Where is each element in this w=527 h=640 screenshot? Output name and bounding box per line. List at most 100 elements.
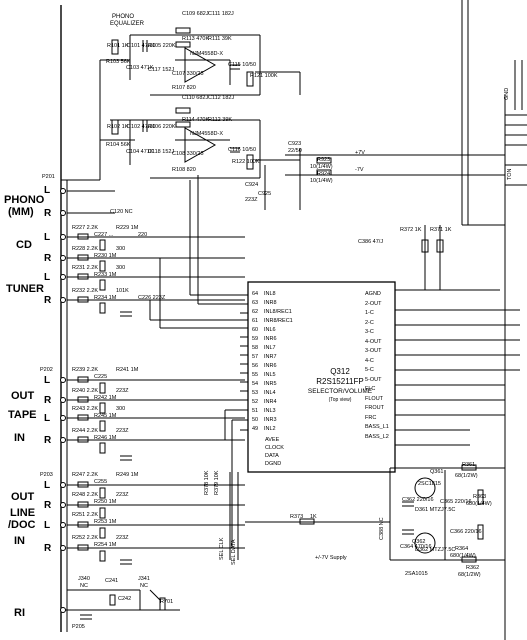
- r364-value: 680(1/4W): [450, 553, 476, 559]
- c924-label: C924: [245, 182, 259, 188]
- channel-part-label: R231 2.2K: [72, 265, 98, 271]
- r701-label: R701: [160, 599, 174, 605]
- eq-part: C104 471K: [126, 149, 154, 155]
- c120-label: C120 NC: [110, 209, 133, 215]
- ic-right-pin-name: FLOUT: [365, 395, 384, 402]
- q362-part: 2SA1015: [405, 571, 428, 577]
- r362-value: 68(1/2W): [458, 572, 481, 578]
- minus-7v-label: -7V: [355, 167, 364, 173]
- channel-part-label: R253 1M: [94, 519, 117, 525]
- c364-label: C364 470/16: [400, 544, 432, 550]
- equalizer-title-2: EQUALIZER: [110, 21, 145, 27]
- ic-left-pin-number: 51: [252, 408, 259, 414]
- eq-part: C116 10/50: [228, 147, 257, 153]
- plus-7v-label: +7V: [355, 150, 365, 156]
- eq-part: R103 56K: [106, 59, 131, 65]
- ic-left-pin-number: 61: [252, 318, 259, 324]
- r924-value: 10(1/4W): [310, 178, 333, 184]
- eq-part: R121 100K: [250, 73, 278, 79]
- c923-label: C923: [288, 141, 302, 147]
- ic-left-pin-name: INL5: [264, 372, 276, 378]
- channel-part-label: R252 2.2K: [72, 535, 98, 541]
- q361-part: 2SC1815: [418, 481, 441, 487]
- ic-left-pin-number: 50: [252, 417, 259, 423]
- channel-part-label: R241 1M: [116, 367, 139, 373]
- equalizer-title-1: PHONO: [112, 14, 135, 20]
- c241-label: C241: [105, 578, 119, 584]
- cd-label: CD: [16, 239, 32, 251]
- channel-part-label: R230 1M: [94, 253, 117, 259]
- ic-right-pin-name: BASS_L1: [365, 424, 389, 430]
- ic-right-pin-name: 2-OUT: [365, 300, 382, 307]
- eq-part: R105 220K: [148, 43, 176, 49]
- tuner-r-label: R: [44, 295, 52, 306]
- channel-part-label: R229 1M: [116, 225, 139, 231]
- q362-label: Q362: [412, 539, 426, 545]
- j341-label: J341: [138, 576, 150, 582]
- channel-part-label: 223Z: [116, 535, 129, 541]
- ri-connector: [67, 589, 166, 620]
- cd-r-label: R: [44, 253, 52, 264]
- r362-label: R362: [466, 565, 480, 571]
- channel-part-label: R242 1M: [94, 395, 117, 401]
- channel-part-label: R246 1M: [94, 435, 117, 441]
- eq-part: R102 1K: [107, 124, 129, 130]
- eq-part: C111 182J: [208, 11, 234, 17]
- ic-right-pin-name: AGND: [365, 291, 381, 297]
- opamp-1-label: NJM4558D-X: [190, 51, 224, 57]
- tape-out-label: OUT: [11, 390, 35, 402]
- ic-right-pin-name: 3-OUT: [365, 348, 382, 354]
- ic-left-pin-number: 60: [252, 327, 259, 333]
- ic-left-pin-name: INR6: [264, 363, 277, 369]
- ic-right-pin-name: 3-C: [365, 329, 374, 335]
- phono-mm-label: (MM): [8, 206, 34, 218]
- ic-bottom-pin-name: DGND: [265, 461, 282, 467]
- channel-part-label: C226 223Z: [138, 295, 166, 301]
- r378-label: R378 10K: [204, 470, 210, 495]
- c386-label: C386 47/J: [358, 239, 384, 245]
- r371-label: R371 1K: [430, 227, 452, 233]
- eq-part: C101 47/50: [127, 43, 156, 49]
- eq-part: R106 220K: [148, 124, 176, 130]
- left-bus: [60, 5, 68, 632]
- cd-l-label: L: [44, 232, 51, 243]
- right-edge-lines: [461, 0, 527, 640]
- eq-part: R104 56K: [106, 142, 131, 148]
- channel-part-label: 220: [138, 232, 148, 238]
- supply-lines: [264, 148, 505, 210]
- p205-label: P205: [72, 624, 85, 630]
- ic-left-pin-number: 56: [252, 363, 259, 369]
- channel-part-label: 223Z: [116, 428, 129, 434]
- ic-left-pin-name: INL4: [264, 390, 276, 396]
- gnd-label: GND: [504, 87, 510, 100]
- eq-part: R111 39K: [208, 36, 232, 42]
- line-in-l-label: L: [44, 520, 51, 531]
- r373-label: R373: [290, 514, 304, 520]
- line-out-l-label: L: [44, 480, 51, 491]
- d361-label: D361 MTZJ7.5C: [415, 507, 456, 513]
- channel-part-label: R232 2.2K: [72, 288, 98, 294]
- ic-left-pin-number: 54: [252, 381, 259, 387]
- ic-left-pin-name: INR4: [264, 399, 277, 405]
- eq-part: C108 330/25: [172, 151, 204, 157]
- channel-part-label: 300: [116, 246, 126, 252]
- ic-ref: Q312: [330, 367, 350, 376]
- eq-part: R108 820: [172, 167, 196, 173]
- line-out-label: OUT: [11, 491, 35, 503]
- eq-part: C102 47/50: [127, 124, 156, 130]
- eq-part: R107 820: [172, 85, 196, 91]
- r923-value: 10(1/4W): [310, 164, 333, 170]
- eq-part: C115 10/50: [228, 62, 257, 68]
- ic-left-pin-name: INR8: [264, 300, 277, 306]
- j340-label: J340: [78, 576, 90, 582]
- channel-part-label: 223Z: [116, 388, 129, 394]
- channel-part-label: R249 1M: [116, 472, 139, 478]
- supply-note: +/-7V Supply: [315, 555, 347, 561]
- ic-right-pin-name: 4-OUT: [365, 338, 382, 345]
- ic-left-pin-number: 63: [252, 300, 259, 306]
- ic-left-pin-name: INL7: [264, 345, 276, 351]
- eq-part: C117 152J: [148, 67, 175, 73]
- channel-part-label: 223Z: [116, 492, 129, 498]
- j340-nc-label: NC: [80, 583, 88, 589]
- ic-part: R2S15211FP: [316, 377, 364, 386]
